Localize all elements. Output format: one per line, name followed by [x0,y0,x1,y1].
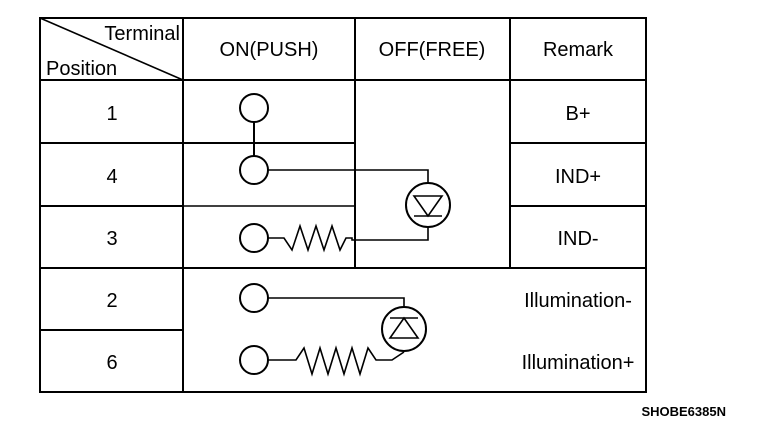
corner-terminal-label: Terminal [104,23,180,45]
corner-position-label: Position [46,58,117,80]
remark-label: Illumination+ [522,352,635,374]
remark-label: Illumination- [524,290,632,312]
corner-diagonal [39,17,184,81]
terminal-node-3 [239,223,269,253]
illumination-diode-icon [381,306,427,352]
position-label: 4 [106,166,117,188]
column-header-remark: Remark [543,39,614,61]
terminal-node-4 [239,155,269,185]
remark-label: B+ [565,103,590,125]
position-label: 2 [106,290,117,312]
column-header-on-push: ON(PUSH) [220,39,319,61]
remark-label: IND+ [555,166,601,188]
position-label: 6 [106,352,117,374]
position-label: 1 [106,103,117,125]
column-header-off-free: OFF(FREE) [379,39,486,61]
position-label: 3 [106,228,117,250]
terminal-node-1 [239,93,269,123]
figure-code: SHOBE6385N [641,404,726,419]
resistor-icon [268,223,429,253]
remark-label: IND- [557,228,598,250]
wire-2-to-illumination [268,297,405,306]
resistor-icon [268,345,405,377]
terminal-node-2 [239,283,269,313]
terminal-node-6 [239,345,269,375]
wire-4-to-indicator [268,169,429,185]
indicator-diode-icon [405,182,451,228]
